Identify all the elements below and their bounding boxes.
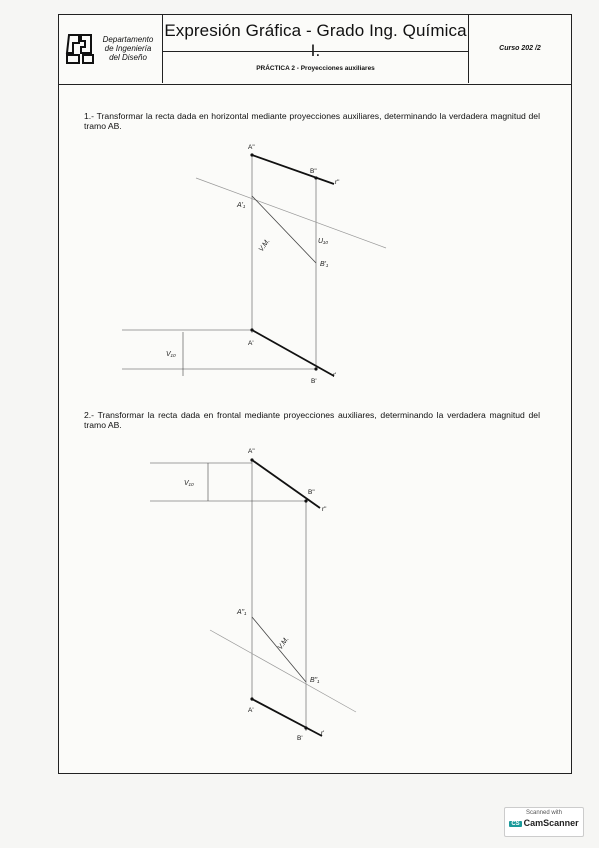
title-divider <box>163 51 468 52</box>
aux-projection-ab <box>251 195 317 264</box>
scanner-brand-name: CamScanner <box>523 818 579 828</box>
line-r-plan <box>251 698 323 737</box>
label-offset: V₁₀ <box>184 480 194 487</box>
label-a-front: A" <box>248 144 255 151</box>
label-a-front: A" <box>248 448 255 455</box>
label-true-length: V.M. <box>277 636 291 651</box>
label-a-aux: A'₁ <box>236 202 246 209</box>
line-r-plan <box>251 329 335 377</box>
label-r-plan: r' <box>321 730 324 737</box>
point-a-front <box>250 153 254 157</box>
label-b-aux: B"₁ <box>310 677 320 684</box>
exercise-2-drawing: A" B" r" A' B' r' A"₁ B"₁ V.M. V₁₀ <box>150 448 357 742</box>
exercise-1-statement: 1.- Transformar la recta dada en horizon… <box>84 111 540 131</box>
logo-line-2: de Ingeniería <box>104 44 152 53</box>
label-r-front: r" <box>322 506 327 513</box>
title-block: Departamento de Ingeniería del Diseño Ex… <box>59 15 571 85</box>
label-offset-plan: V₁₀ <box>166 351 176 358</box>
department-name: Departamento de Ingeniería del Diseño <box>95 35 161 62</box>
label-r-front: r" <box>335 179 340 186</box>
page-title: Expresión Gráfica - Grado Ing. Química I… <box>164 21 467 60</box>
label-b-front: B" <box>310 168 317 175</box>
logo-line-1: Departamento <box>102 35 154 44</box>
point-b-front <box>314 176 318 180</box>
logo-line-3: del Diseño <box>109 53 147 62</box>
label-true-length: V.M. <box>258 238 272 253</box>
department-logo-icon <box>65 34 94 64</box>
line-r-front <box>251 459 321 509</box>
auxiliary-ground-line <box>209 629 357 713</box>
practice-subtitle: PRÁCTICA 2 - Proyecciones auxiliares <box>256 65 375 72</box>
point-a-plan <box>250 328 254 332</box>
label-a-plan: A' <box>248 340 254 347</box>
point-a-front <box>250 458 254 462</box>
label-a-plan: A' <box>248 707 254 714</box>
title-cell: Expresión Gráfica - Grado Ing. Química I… <box>163 15 469 83</box>
label-a-aux: A"₁ <box>236 609 247 616</box>
course-label: Curso 202 /2 <box>499 45 541 52</box>
point-b-plan <box>304 726 308 730</box>
exercise-1-drawing: A" B" r" A' B' r' A'₁ B'₁ V.M. U₁₀ V₁₀ <box>122 144 387 385</box>
aux-projection-ab <box>251 616 307 683</box>
label-offset-front: U₁₀ <box>318 238 328 245</box>
camscanner-icon: CS <box>509 821 522 827</box>
label-b-plan: B' <box>311 378 317 385</box>
point-a-plan <box>250 697 254 701</box>
label-b-front: B" <box>308 489 315 496</box>
course-cell: Curso 202 /2 <box>469 15 571 83</box>
line-r-front <box>251 154 335 185</box>
label-r-plan: r' <box>333 372 336 379</box>
page-frame: Departamento de Ingeniería del Diseño Ex… <box>58 14 572 774</box>
point-b-front <box>304 499 308 503</box>
label-b-plan: B' <box>297 735 303 742</box>
logo-cell: Departamento de Ingeniería del Diseño <box>59 15 163 83</box>
exercise-2-statement: 2.- Transformar la recta dada en frontal… <box>84 410 540 430</box>
label-b-aux: B'₁ <box>320 261 329 268</box>
point-b-plan <box>314 367 318 371</box>
auxiliary-ground-line <box>195 177 387 249</box>
scanner-caption: Scanned with <box>525 810 563 816</box>
